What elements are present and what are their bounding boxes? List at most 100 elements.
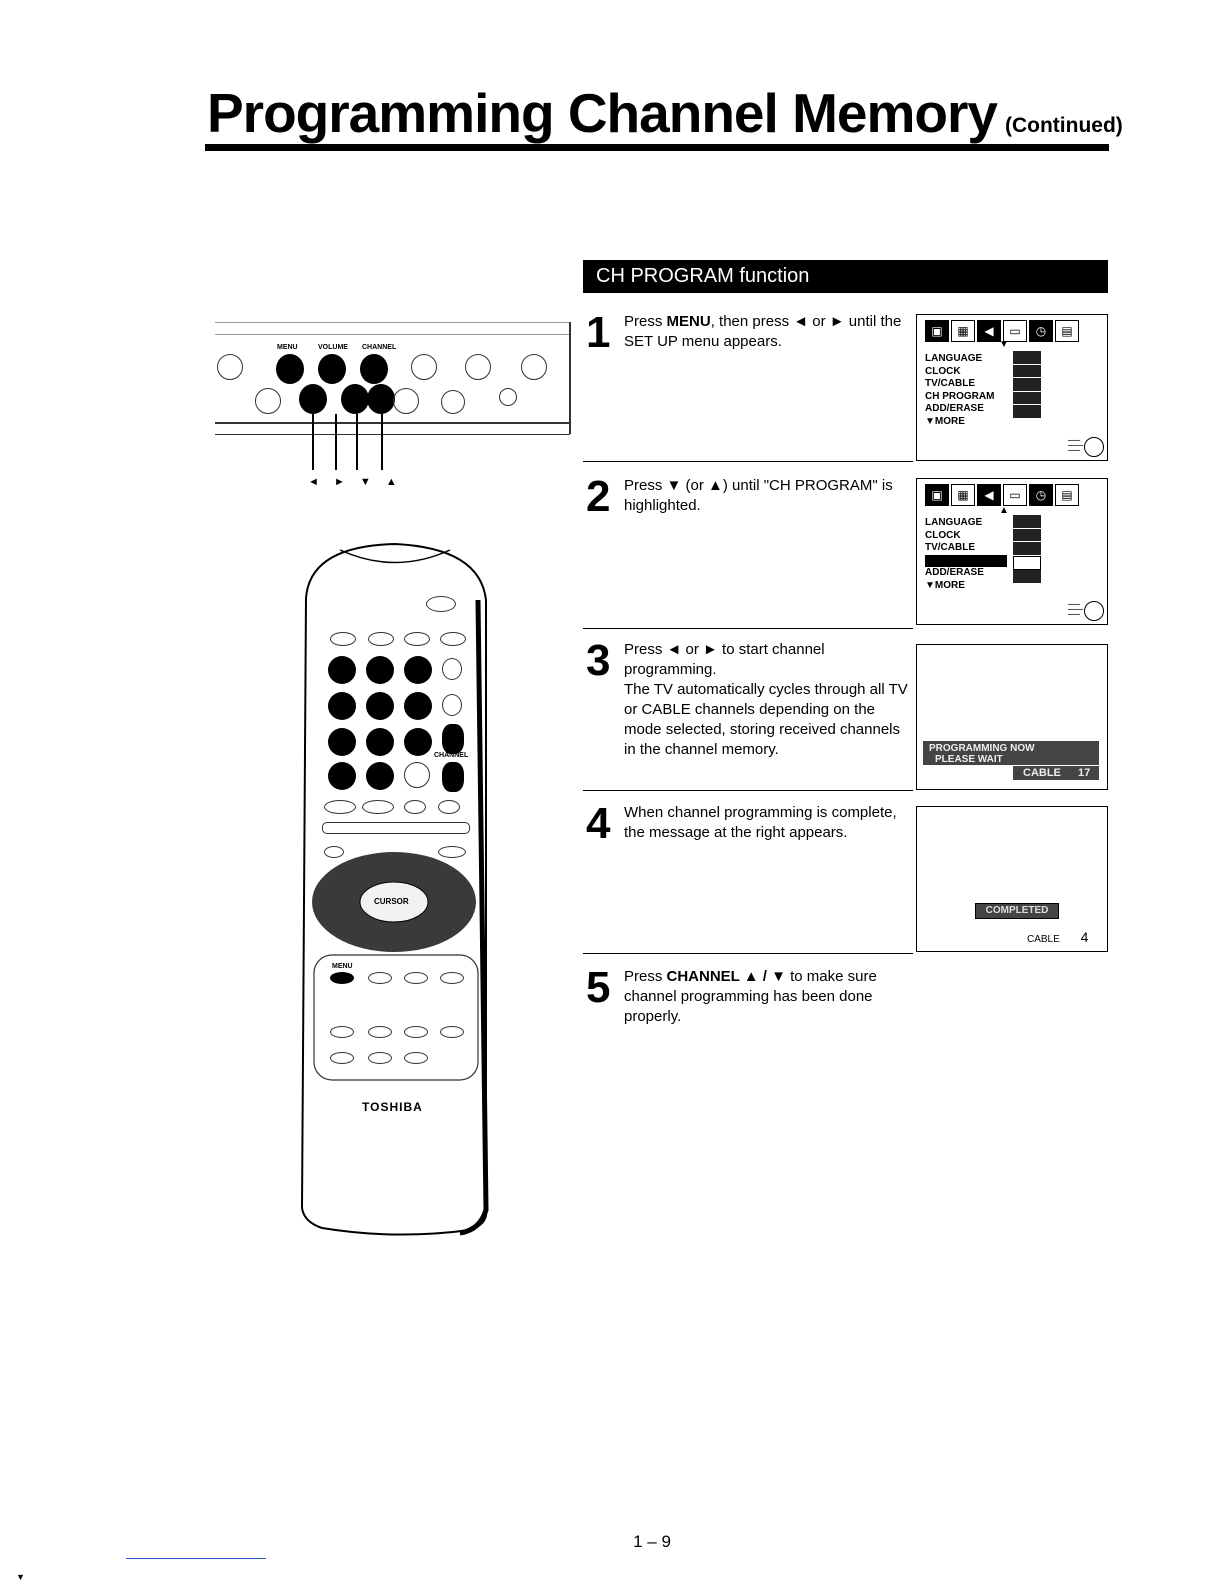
remote-small-button	[404, 632, 430, 646]
step-text-2: Press ▼ (or ▲) until "CH PROGRAM" is hig…	[624, 477, 893, 514]
step-text-4: When channel programming is complete, th…	[624, 804, 897, 841]
remote-control: CHANNEL CURSOR MENU TOSHIBA	[300, 540, 496, 1240]
channel-up-button[interactable]	[360, 354, 388, 384]
menu-icon-row: ▣ ▦ ◀ ▭ ◷ ▤	[925, 320, 1079, 342]
programming-line-2: PLEASE WAIT	[935, 754, 1003, 765]
footer-marker-icon: ▼	[16, 1572, 25, 1582]
remote-small-button	[440, 972, 464, 984]
menu-help-text-icon: ━━━━━━━━━━━━━	[1067, 602, 1083, 618]
step-number-1: 1	[586, 308, 611, 357]
title-continued: (Continued)	[1004, 114, 1123, 137]
panel-button	[393, 388, 419, 414]
number-button	[366, 656, 394, 684]
remote-small-button	[330, 1026, 354, 1038]
programming-banner	[923, 741, 1099, 765]
setup-icon: ▦	[951, 320, 975, 342]
caption-icon: ▭	[1003, 484, 1027, 506]
step-number-3: 3	[586, 636, 611, 685]
channel-down-button[interactable]	[341, 384, 369, 414]
step-number-5: 5	[586, 963, 611, 1012]
audio-icon: ◀	[977, 320, 1001, 342]
standby-button	[521, 354, 547, 380]
remote-small-button	[368, 632, 394, 646]
setup-icon: ▦	[951, 484, 975, 506]
setup-menu-screen-2: ▣ ▦ ◀ ▭ ◷ ▤ ▲ LANGUAGE CLOCK TV/CABLE CH…	[916, 478, 1108, 625]
step-text-5: Press CHANNEL ▲ / ▼ to make sure channel…	[624, 968, 877, 1025]
remote-small-button	[404, 800, 426, 814]
setup-menu-screen-1: ▣ ▦ ◀ ▭ ◷ ▤ ▼ LANGUAGE CLOCK TV/CABLE CH…	[916, 314, 1108, 461]
caption-icon: ▭	[1003, 320, 1027, 342]
number-button	[404, 692, 432, 720]
channel-up-button[interactable]	[442, 724, 464, 754]
number-button	[328, 762, 356, 790]
sensor-icon	[499, 388, 517, 406]
number-button	[328, 692, 356, 720]
footer-link-line	[126, 1558, 266, 1559]
menu-list: LANGUAGE CLOCK TV/CABLE CH PROGRAM ADD/E…	[925, 353, 995, 427]
lock-icon: ▤	[1055, 320, 1079, 342]
slow-button	[324, 846, 344, 858]
remote-small-button	[404, 1026, 428, 1038]
step-number-2: 2	[586, 472, 611, 521]
tv-front-panel: MENU VOLUME CHANNEL	[215, 322, 571, 470]
remote-menu-label: MENU	[332, 963, 353, 970]
step-separator	[583, 790, 913, 791]
step-separator	[583, 953, 913, 954]
page-number: 1 – 9	[633, 1532, 671, 1551]
number-button	[366, 762, 394, 790]
menu-button[interactable]	[330, 972, 354, 984]
remote-small-button	[404, 972, 428, 984]
remote-small-button	[324, 800, 356, 814]
menu-values	[1013, 515, 1041, 584]
page-title: Programming Channel Memory(Continued)	[207, 78, 1123, 161]
menu-help-text-icon: ━━━━━━━━━━━━━	[1067, 438, 1083, 454]
timer-icon: ◷	[1029, 484, 1053, 506]
programming-line-1: PROGRAMMING NOW	[929, 743, 1035, 754]
timer-icon: ◷	[1029, 320, 1053, 342]
remote-small-button	[362, 800, 394, 814]
step-separator	[583, 628, 913, 629]
channel-indicator: CABLE 17	[1013, 766, 1099, 780]
panel-down-button	[441, 390, 465, 414]
number-button	[366, 692, 394, 720]
programming-screen: PROGRAMMING NOW PLEASE WAIT CABLE 17	[916, 644, 1108, 790]
volume-down-icon	[442, 694, 462, 716]
remote-small-button	[368, 972, 392, 984]
number-button	[328, 728, 356, 756]
step-text-3: Press ◄ or ► to start channel programmin…	[624, 641, 908, 758]
highlighted-menu-item: CH PROGRAM	[925, 554, 1007, 567]
number-button	[404, 762, 430, 788]
audio-icon: ◀	[977, 484, 1001, 506]
remote-small-button	[368, 1052, 392, 1064]
enter-button	[255, 388, 281, 414]
remote-small-button	[368, 1026, 392, 1038]
number-button	[404, 656, 432, 684]
channel-down-button-2[interactable]	[367, 384, 395, 414]
channel-down-button[interactable]	[442, 762, 464, 792]
panel-up-button	[465, 354, 491, 380]
step-number-4: 4	[586, 799, 611, 848]
power-button	[426, 596, 456, 612]
dial-icon	[1084, 437, 1104, 457]
menu-button[interactable]	[276, 354, 304, 384]
step-text-1: Press MENU, then press ◄ or ► until the …	[624, 313, 902, 350]
volume-up-icon	[442, 658, 462, 680]
lock-icon: ▤	[1055, 484, 1079, 506]
volume-down-button[interactable]	[299, 384, 327, 414]
remote-small-button	[440, 632, 466, 646]
picture-icon: ▣	[925, 320, 949, 342]
panel-label-menu: MENU	[277, 344, 298, 351]
number-button	[328, 656, 356, 684]
panel-arrows: ◄ ► ▼ ▲	[308, 476, 403, 488]
channel-indicator: CABLE 4	[1027, 929, 1089, 945]
remote-channel-label: CHANNEL	[434, 752, 469, 759]
number-button	[404, 728, 432, 756]
completed-banner: COMPLETED	[975, 903, 1059, 919]
menu-pointer-icon: ▼	[999, 339, 1009, 350]
remote-small-button	[440, 1026, 464, 1038]
step-separator	[583, 461, 913, 462]
title-rule	[205, 144, 1109, 151]
remote-bar	[322, 822, 470, 834]
panel-button	[411, 354, 437, 380]
volume-up-button[interactable]	[318, 354, 346, 384]
